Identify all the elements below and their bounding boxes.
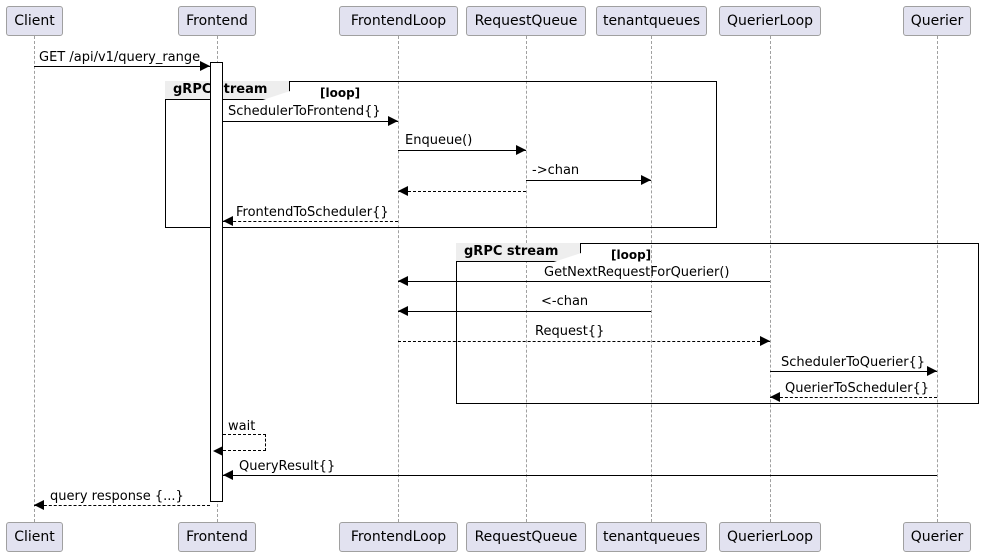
message-arrowhead-m5 <box>398 186 408 196</box>
message-arrowhead-m9 <box>760 336 770 346</box>
message-arrowhead-m1 <box>200 61 210 71</box>
lifeline-client <box>34 36 35 522</box>
participant-header-client: Client <box>6 6 63 36</box>
message-line-m5 <box>398 191 526 192</box>
message-label-m1: GET /api/v1/query_range <box>39 50 201 65</box>
message-label-m10: SchedulerToQuerier{} <box>781 355 926 370</box>
message-line-m7 <box>398 281 770 282</box>
message-label-m3: Enqueue() <box>405 133 473 148</box>
message-line-m12 <box>223 475 937 476</box>
message-label-m12: QueryResult{} <box>239 459 336 474</box>
participant-footer-querier: Querier <box>903 522 971 552</box>
participant-header-querier: Querier <box>903 6 971 36</box>
participant-footer-tenantqueues: tenantqueues <box>596 522 707 552</box>
message-label-m13: query response {...} <box>50 489 184 504</box>
fragment-grpc-stream-querier <box>456 243 979 404</box>
message-arrowhead-m4 <box>641 175 651 185</box>
fragment-label-grpc-stream-frontend: gRPC stream <box>165 81 291 100</box>
message-line-m6 <box>223 221 398 222</box>
message-line-m10 <box>770 371 937 372</box>
participant-footer-requestqueue: RequestQueue <box>466 522 586 552</box>
message-line-m3 <box>398 150 526 151</box>
message-line-m8 <box>398 311 651 312</box>
fragment-grpc-stream-frontend <box>165 81 717 228</box>
self-message-arrowhead-s1 <box>213 446 223 456</box>
message-line-m13 <box>34 505 210 506</box>
participant-header-tenantqueues: tenantqueues <box>596 6 707 36</box>
message-arrowhead-m6 <box>223 216 233 226</box>
message-arrowhead-m13 <box>34 500 44 510</box>
message-line-m2 <box>223 121 398 122</box>
message-arrowhead-m7 <box>398 276 408 286</box>
participant-header-frontend: Frontend <box>178 6 256 36</box>
participant-footer-querierloop: QuerierLoop <box>719 522 821 552</box>
message-arrowhead-m2 <box>388 116 398 126</box>
message-arrowhead-m12 <box>223 470 233 480</box>
participant-header-requestqueue: RequestQueue <box>466 6 586 36</box>
message-arrowhead-m11 <box>770 392 780 402</box>
fragment-condition-grpc-stream-querier: [loop] <box>611 248 652 262</box>
message-label-m2: SchedulerToFrontend{} <box>228 104 381 119</box>
participant-footer-frontend: Frontend <box>178 522 256 552</box>
lifeline-querierloop <box>770 36 771 522</box>
fragment-condition-grpc-stream-frontend: [loop] <box>320 86 361 100</box>
lifeline-requestqueue <box>526 36 527 522</box>
self-message-loop-s1 <box>223 434 266 451</box>
message-label-m11: QuerierToScheduler{} <box>785 381 930 396</box>
activation-bar-frontend-activation <box>210 62 223 502</box>
participant-header-querierloop: QuerierLoop <box>719 6 821 36</box>
fragment-label-grpc-stream-querier: gRPC stream <box>456 243 582 262</box>
message-label-m4: ->chan <box>532 163 580 178</box>
message-label-m8: <-chan <box>541 294 589 309</box>
message-label-m6: FrontendToScheduler{} <box>236 205 389 220</box>
message-label-m7: GetNextRequestForQuerier() <box>544 265 730 280</box>
participant-header-frontendloop: FrontendLoop <box>339 6 458 36</box>
message-line-m9 <box>398 341 770 342</box>
participant-footer-client: Client <box>6 522 63 552</box>
lifeline-querier <box>937 36 938 522</box>
participant-footer-frontendloop: FrontendLoop <box>339 522 458 552</box>
message-line-m4 <box>526 180 651 181</box>
self-message-label-s1: wait <box>228 419 256 434</box>
message-line-m11 <box>770 397 937 398</box>
lifeline-tenantqueues <box>651 36 652 522</box>
message-line-m1 <box>34 66 210 67</box>
message-arrowhead-m3 <box>516 145 526 155</box>
message-arrowhead-m10 <box>927 366 937 376</box>
message-label-m9: Request{} <box>535 324 605 339</box>
message-arrowhead-m8 <box>398 306 408 316</box>
